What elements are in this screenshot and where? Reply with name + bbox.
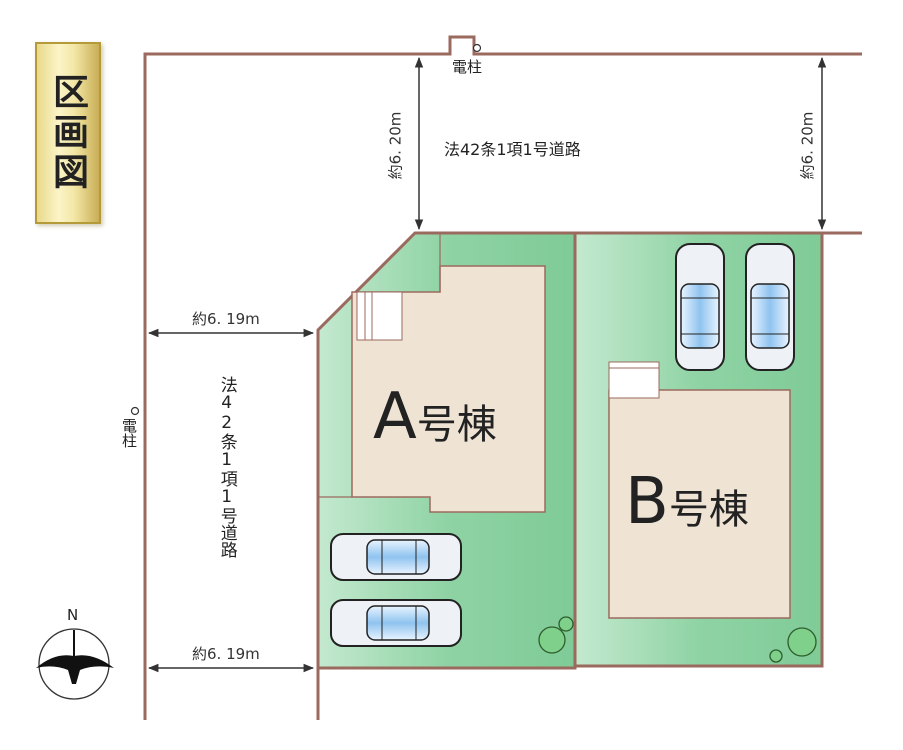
compass-icon (36, 628, 114, 700)
car-b2 (745, 243, 795, 371)
compass-north-label: N (67, 606, 79, 624)
house-b-footprint (608, 389, 791, 619)
lot-a-label: A号棟 (373, 385, 497, 449)
lot-b-letter: B (625, 465, 669, 539)
lot-b-label: B号棟 (625, 470, 749, 534)
house-a-porch (356, 291, 403, 341)
west-road-label: 法42条1項1号道路 (216, 376, 237, 558)
tree-icon (538, 616, 817, 663)
west-road-width-lower: 約6. 19m (192, 645, 260, 663)
lot-a-letter: A (373, 380, 417, 454)
car-a1 (330, 533, 462, 581)
north-road-label: 法42条1項1号道路 (444, 140, 581, 159)
car-a2 (330, 599, 462, 647)
west-pole-label: 電柱 (120, 418, 138, 448)
page-title-text: 区画図 (47, 73, 89, 193)
utility-pole-icon (472, 43, 482, 53)
north-road-width-left: 約6. 20m (386, 111, 405, 180)
lot-b-suffix: 号棟 (668, 487, 749, 533)
page-title: 区画図 (35, 42, 101, 224)
road-boundary (143, 35, 862, 720)
car-b1 (675, 243, 725, 371)
north-pole-label: 電柱 (452, 58, 483, 76)
west-road-width-upper: 約6. 19m (192, 310, 260, 328)
lot-a-suffix: 号棟 (416, 402, 497, 448)
house-b-porch (608, 361, 660, 399)
north-road-width-right: 約6. 20m (798, 111, 817, 180)
utility-pole-icon (130, 406, 140, 416)
